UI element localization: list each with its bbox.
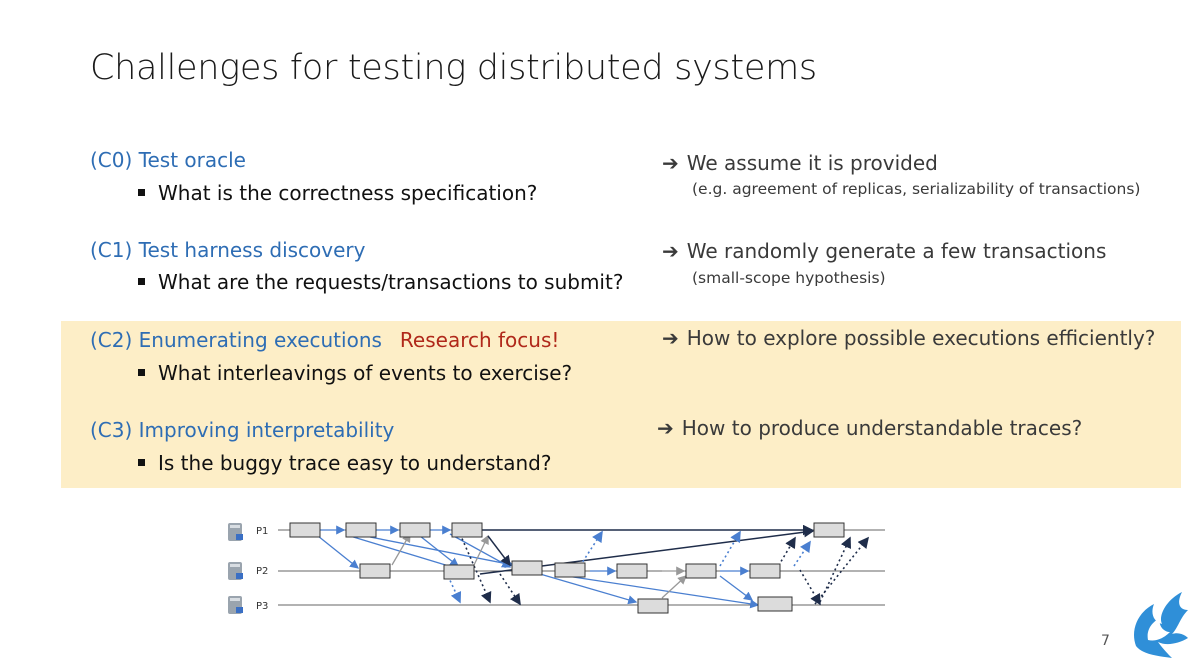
challenge-c1-answer-text: We randomly generate a few transactions	[686, 239, 1107, 263]
event-box	[685, 563, 717, 579]
bullet-square-icon	[138, 278, 145, 285]
event-box	[345, 522, 377, 538]
challenge-c3-bullet: Is the buggy trace easy to understand?	[138, 451, 551, 475]
event-box	[813, 522, 845, 538]
event-box	[554, 562, 586, 578]
event-box	[757, 596, 793, 612]
event-box	[359, 563, 391, 579]
execution-interleaving-diagram: P1 P2 P3	[228, 522, 885, 614]
server-icon-p1	[228, 523, 243, 541]
challenge-c2-question: What interleavings of events to exercise…	[158, 361, 573, 385]
challenge-c0-bullet: What is the correctness specification?	[138, 181, 537, 205]
right-arrow-icon: ➔	[662, 326, 679, 350]
process-label-p1: P1	[256, 526, 268, 537]
page-number: 7	[1101, 633, 1110, 649]
server-icon-p2	[228, 562, 243, 580]
process-label-p3: P3	[256, 601, 268, 612]
server-icon-p3	[228, 596, 243, 614]
message-arrows-dotted-blue	[447, 530, 811, 604]
challenge-c1-bullet: What are the requests/transactions to su…	[138, 270, 623, 294]
message-arrows-blue	[317, 525, 760, 609]
event-boxes	[289, 522, 845, 614]
challenge-c1-note: (small-scope hypothesis)	[692, 269, 886, 287]
challenge-c1-heading: (C1) Test harness discovery	[90, 238, 366, 262]
challenge-c2-bullet: What interleavings of events to exercise…	[138, 361, 572, 385]
challenge-c3-answer-text: How to produce understandable traces?	[681, 416, 1083, 440]
right-arrow-icon: ➔	[662, 151, 679, 175]
challenge-c1-question: What are the requests/transactions to su…	[158, 270, 624, 294]
challenge-c0-note: (e.g. agreement of replicas, serializabi…	[692, 180, 1141, 198]
event-box	[511, 560, 543, 576]
bullet-square-icon	[138, 369, 145, 376]
event-box	[399, 522, 431, 538]
challenge-c3-question: Is the buggy trace easy to understand?	[158, 451, 552, 475]
challenge-c0-answer: ➔ We assume it is provided	[662, 151, 938, 175]
right-arrow-icon: ➔	[657, 416, 674, 440]
challenge-c2-heading: (C2) Enumerating executions Research focu…	[90, 328, 559, 352]
event-box	[451, 522, 483, 538]
challenge-c2-answer: ➔ How to explore possible executions effi…	[662, 326, 1155, 350]
process-label-p2: P2	[256, 566, 268, 577]
message-arrows-grey	[391, 532, 687, 599]
challenge-c2-heading-text: (C2) Enumerating executions	[90, 328, 382, 352]
event-box	[749, 563, 781, 579]
challenge-c0-question: What is the correctness specification?	[158, 181, 538, 205]
event-box	[289, 522, 321, 538]
event-box	[616, 563, 648, 579]
challenge-c1-answer: ➔ We randomly generate a few transactions	[662, 239, 1106, 263]
challenge-c3-answer: ➔ How to produce understandable traces?	[657, 416, 1082, 440]
challenge-c0-answer-text: We assume it is provided	[686, 151, 938, 175]
challenge-c3-heading: (C3) Improving interpretability	[90, 418, 395, 442]
right-arrow-icon: ➔	[662, 239, 679, 263]
challenge-c0-heading: (C0) Test oracle	[90, 148, 246, 172]
slide-title: Challenges for testing distributed syste…	[90, 48, 817, 88]
bullet-square-icon	[138, 459, 145, 466]
research-focus-tag: Research focus!	[399, 328, 560, 352]
research-focus-highlight	[61, 321, 1181, 488]
flame-logo-icon	[1134, 592, 1188, 658]
event-box	[637, 598, 669, 614]
event-box	[443, 564, 475, 580]
bullet-square-icon	[138, 189, 145, 196]
challenge-c2-answer-text: How to explore possible executions effic…	[686, 326, 1156, 350]
